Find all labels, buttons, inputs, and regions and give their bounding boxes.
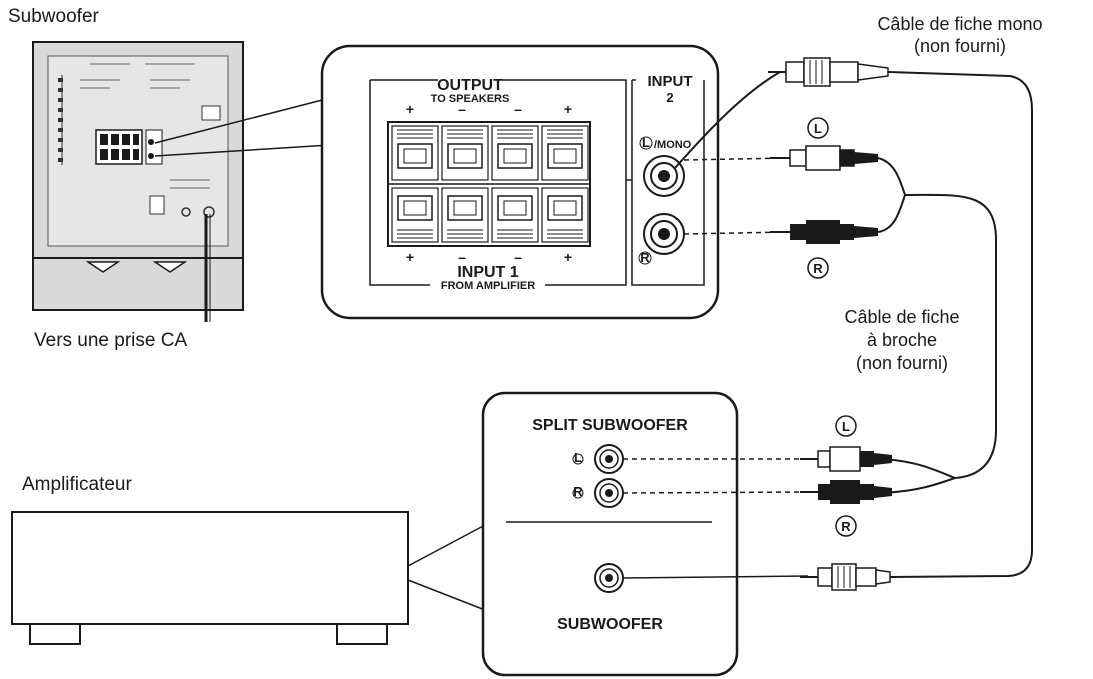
split-subwoofer-label: SPLIT SUBWOOFER	[532, 417, 688, 434]
plus-sign: +	[564, 249, 572, 265]
svg-text:L: L	[842, 419, 850, 434]
speaker-terminal-panel: + – – + + – – + OUTPUT TO SPEAKERS INPUT…	[320, 44, 720, 320]
speaker-terminal	[541, 187, 589, 243]
pin-cable-label-line3: (non fourni)	[856, 353, 948, 373]
rca-jack-r	[643, 213, 685, 255]
amp-right-mark: R	[573, 484, 583, 499]
pin-plug-bottom-right	[800, 480, 892, 504]
pin-plug-top-left	[770, 145, 878, 171]
amplifier-device	[11, 511, 409, 645]
plus-sign: +	[406, 101, 414, 117]
pin-plug-bottom-left	[800, 446, 892, 472]
pin-cable-label-line1: Câble de fiche	[844, 307, 959, 327]
callout-lines	[154, 97, 486, 611]
minus-sign: –	[458, 101, 466, 117]
output-label: OUTPUT	[437, 77, 503, 94]
mono-plug-bottom	[800, 563, 891, 591]
to-speakers-label: TO SPEAKERS	[431, 93, 510, 105]
speaker-terminal	[441, 125, 489, 181]
subwoofer-output-label: SUBWOOFER	[557, 616, 663, 633]
from-amplifier-label: FROM AMPLIFIER	[441, 280, 535, 292]
amplifier-output-panel: SPLIT SUBWOOFER SUBWOOFER L R	[481, 391, 739, 677]
mono-plug-top	[768, 57, 889, 87]
plug-mark-bottom-r: R	[835, 515, 857, 537]
mono-cable-label-line1: Câble de fiche mono	[877, 14, 1042, 34]
dashed-connections	[622, 157, 809, 494]
right-mark: R	[640, 250, 650, 265]
input2-number: 2	[666, 90, 673, 105]
plus-sign: +	[406, 249, 414, 265]
amp-left-mark: L	[574, 450, 582, 465]
input2-label: INPUT	[648, 73, 693, 90]
amp-jack-left	[594, 444, 624, 474]
ac-outlet-label: Vers une prise CA	[34, 330, 187, 351]
speaker-terminal	[441, 187, 489, 243]
speaker-terminal	[391, 187, 439, 243]
minus-sign: –	[514, 101, 522, 117]
speaker-terminal	[491, 187, 539, 243]
svg-text:R: R	[841, 519, 851, 534]
svg-text:L: L	[814, 121, 822, 136]
mono-cable-label-line2: (non fourni)	[914, 36, 1006, 56]
plug-mark-bottom-l: L	[835, 415, 857, 437]
speaker-terminal	[491, 125, 539, 181]
amp-jack-subwoofer	[594, 563, 624, 593]
svg-text:R: R	[813, 261, 823, 276]
pin-plug-top-right	[770, 220, 878, 244]
plug-mark-top-l: L	[807, 117, 829, 139]
input1-label: INPUT 1	[457, 264, 518, 281]
amp-jack-right	[594, 478, 624, 508]
left-mark: L	[642, 135, 650, 150]
mono-cable	[674, 71, 1033, 578]
subwoofer-title: Subwoofer	[8, 6, 100, 27]
plug-mark-top-r: R	[807, 257, 829, 279]
subwoofer-device	[32, 41, 244, 322]
plus-sign: +	[564, 101, 572, 117]
speaker-terminal	[391, 125, 439, 181]
speaker-terminal	[541, 125, 589, 181]
speaker-terminals	[391, 125, 589, 243]
pin-cable-label-line2: à broche	[867, 330, 937, 350]
subwoofer-solid-line	[622, 575, 809, 579]
minus-sign: –	[458, 249, 466, 265]
minus-sign: –	[514, 249, 522, 265]
mono-label: /MONO	[654, 139, 692, 151]
rca-jack-l-mono	[643, 155, 685, 197]
amplifier-title: Amplificateur	[22, 474, 132, 495]
